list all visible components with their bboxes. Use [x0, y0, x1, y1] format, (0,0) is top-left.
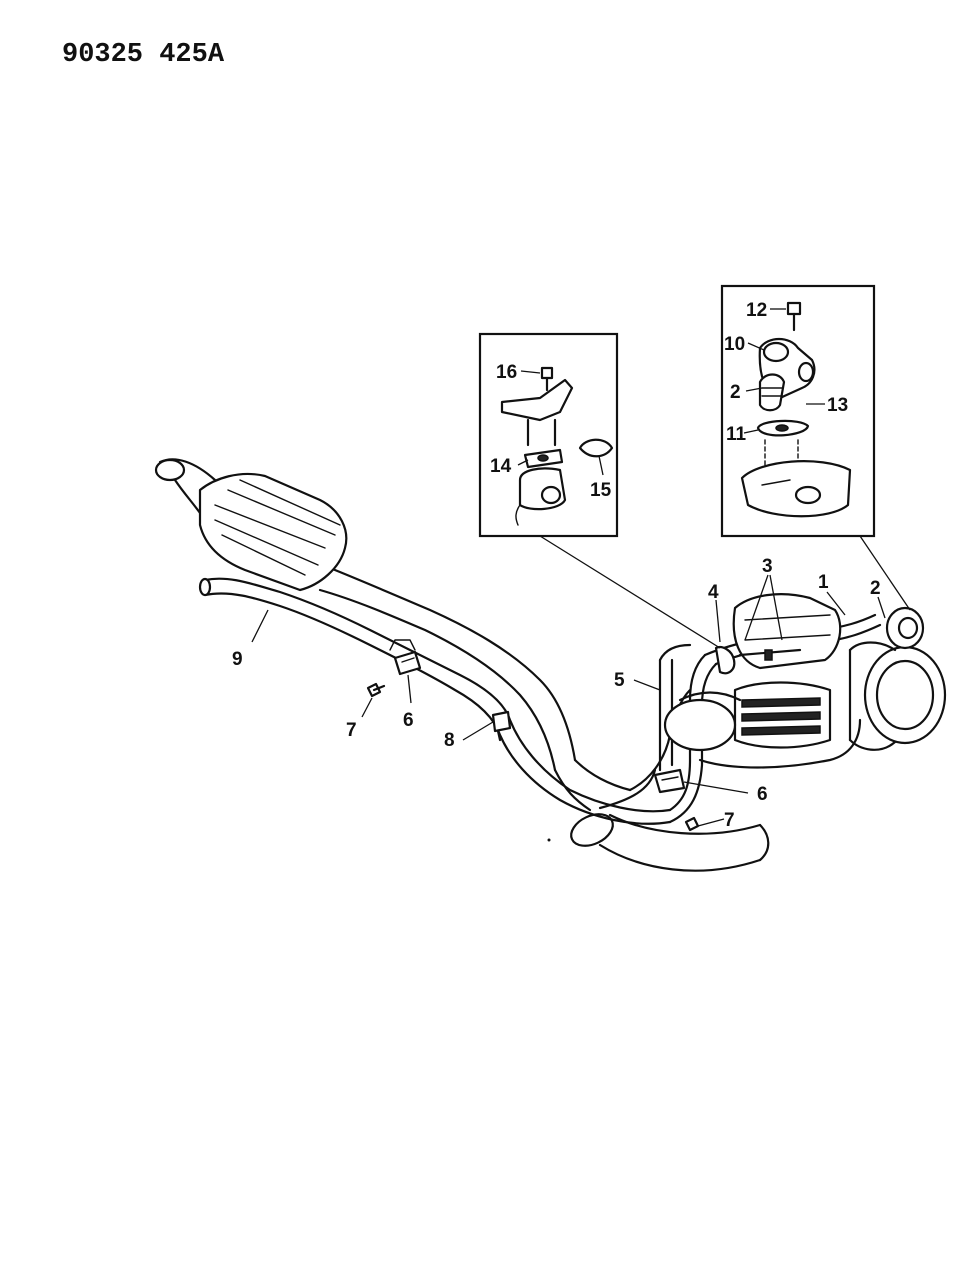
callout-1: 1 [818, 572, 829, 593]
callout-11: 11 [726, 424, 747, 445]
callout-leaders [251, 308, 886, 827]
callout-15: 15 [590, 480, 612, 501]
callout-7-right: 7 [724, 810, 735, 831]
callout-8: 8 [444, 730, 455, 751]
bolt-left [366, 682, 386, 698]
clip-right [653, 768, 686, 794]
callout-2: 2 [870, 578, 881, 599]
callout-10: 10 [724, 334, 745, 355]
catalytic-converter [198, 472, 348, 592]
inset-left-leader [539, 535, 721, 649]
callout-16: 16 [496, 362, 517, 383]
inset-box-bracket [478, 332, 619, 538]
callout-4: 4 [708, 582, 719, 603]
callout-2-inset: 2 [730, 382, 741, 403]
speck [547, 838, 551, 842]
clip-left [393, 650, 422, 676]
callout-13: 13 [827, 395, 848, 416]
callout-9: 9 [232, 649, 243, 670]
callout-12: 12 [746, 300, 767, 321]
air-pump-assembly [663, 593, 947, 769]
air-injection-tube [198, 577, 718, 825]
callout-3: 3 [762, 556, 773, 577]
callout-7-left: 7 [346, 720, 357, 741]
callout-14: 14 [490, 456, 512, 477]
inset-box-check-valve [720, 284, 876, 538]
drawing-code: 90325 425A [62, 40, 225, 70]
callout-5: 5 [614, 670, 625, 691]
bolt-right [684, 816, 700, 832]
inset-right-leader [859, 535, 911, 611]
fitting-8 [491, 710, 512, 742]
callout-6-left: 6 [403, 710, 414, 731]
callout-6-right: 6 [757, 784, 768, 805]
exhaust-pipe [154, 458, 770, 872]
